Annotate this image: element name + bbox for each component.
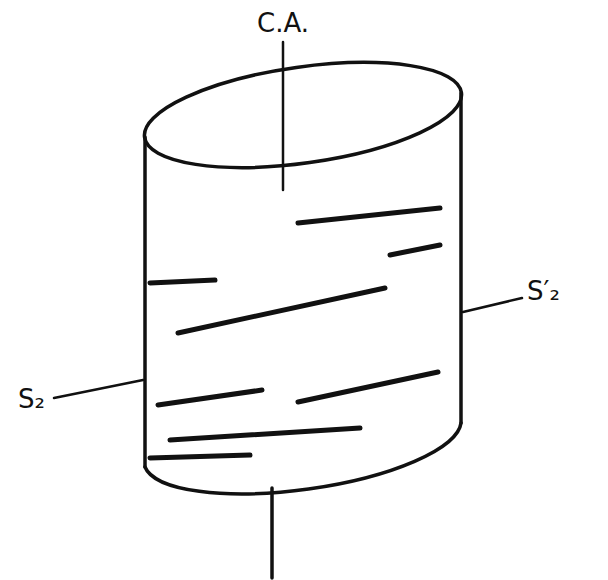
ca-leader-line [282,42,285,190]
face-label: S₂ [18,386,45,412]
striation [298,372,438,402]
striation [150,280,215,283]
bottom-edge [145,423,461,494]
top-face [138,45,468,185]
striation [158,390,262,405]
striation [390,245,440,255]
left-wall [143,137,147,467]
axis-label: C.A. [257,10,309,36]
s2-leader-line [54,380,143,398]
striation [150,455,250,458]
striation [298,208,440,223]
striation [170,428,360,440]
lower-axis-line [270,488,274,578]
right-wall [459,93,463,423]
surface-striations [150,208,440,458]
striation [178,288,385,333]
face-label: S′₂ [527,278,560,304]
s2-prime-leader-line [463,298,522,312]
